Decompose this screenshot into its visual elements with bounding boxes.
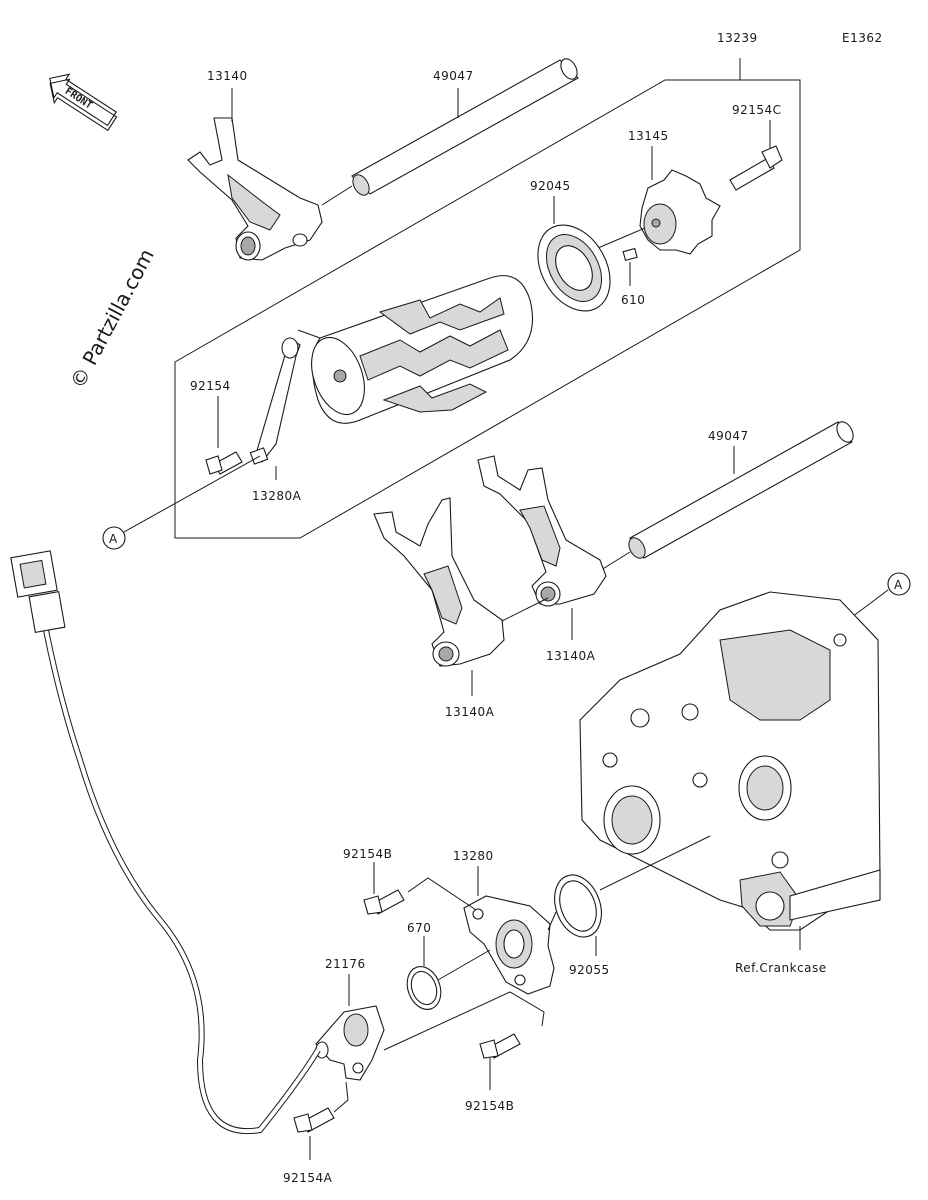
label-92154: 92154 — [190, 379, 231, 393]
label-92154a: 92154A — [283, 1171, 333, 1185]
label-13140a-left: 13140A — [445, 705, 495, 719]
bolt-92154b-top — [363, 889, 405, 915]
ref-marker-a-left: A — [102, 526, 126, 550]
label-13280a: 13280A — [252, 489, 302, 503]
svg-text:A: A — [109, 532, 118, 546]
diagram-id: E1362 — [842, 31, 883, 45]
label-670: 670 — [407, 921, 431, 935]
label-21176: 21176 — [325, 957, 366, 971]
fork-shaft-49047-top — [351, 58, 579, 196]
wire-harness — [43, 629, 321, 1135]
front-arrow-icon: FRONT — [49, 73, 118, 132]
label-49047-mid: 49047 — [708, 429, 749, 443]
sensor-21176 — [315, 1005, 385, 1081]
label-13140: 13140 — [207, 69, 248, 83]
pin-610 — [622, 247, 638, 262]
shift-fork-13140a-right — [477, 455, 607, 607]
watermark: © Partzilla.com — [65, 245, 159, 393]
o-ring-670 — [406, 966, 442, 1010]
connector-plug — [10, 550, 66, 633]
crankcase — [579, 591, 881, 931]
shift-cam-13145 — [639, 169, 721, 255]
shift-fork-13140 — [187, 117, 323, 261]
label-13145: 13145 — [628, 129, 669, 143]
label-610: 610 — [621, 293, 645, 307]
o-ring-92055 — [554, 874, 602, 938]
bearing-92045 — [537, 224, 611, 312]
shift-drum — [311, 275, 534, 424]
assembly-bracket-13239 — [174, 58, 801, 539]
label-92154b-bottom: 92154B — [465, 1099, 514, 1113]
label-13280: 13280 — [453, 849, 494, 863]
shift-fork-13140a-left — [373, 497, 505, 667]
bolt-92154 — [205, 451, 243, 475]
label-92154c: 92154C — [732, 103, 782, 117]
bolt-92154a — [293, 1107, 335, 1133]
label-92055: 92055 — [569, 963, 610, 977]
bolt-92154b-bottom — [479, 1033, 521, 1059]
bolt-92154c — [729, 145, 783, 191]
label-13239: 13239 — [717, 31, 758, 45]
label-92045: 92045 — [530, 179, 571, 193]
sensor-13280a — [249, 337, 301, 465]
label-13140a-right: 13140A — [546, 649, 596, 663]
label-92154b-top: 92154B — [343, 847, 392, 861]
label-ref-crankcase: Ref.Crankcase — [735, 961, 827, 975]
ref-marker-a-right: A — [887, 572, 911, 596]
fork-shaft-49047-mid — [628, 421, 854, 559]
label-49047-top: 49047 — [433, 69, 474, 83]
svg-text:A: A — [894, 578, 903, 592]
holder-13280 — [463, 895, 555, 995]
